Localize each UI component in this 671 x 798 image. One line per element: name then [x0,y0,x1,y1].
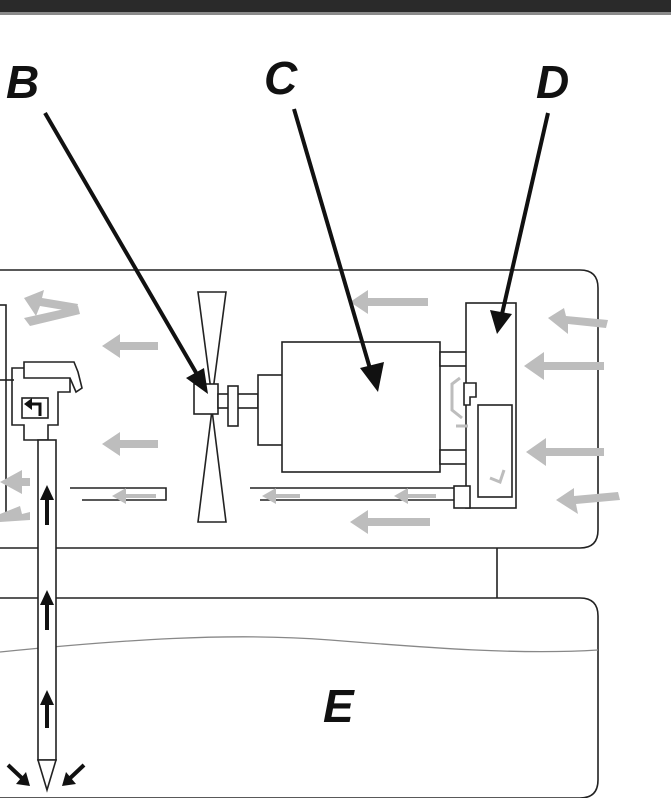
inflow-pointers [6,763,86,786]
module-latch [463,382,477,406]
label-e: E [323,680,355,732]
inflow-pointer-left-head [16,772,30,786]
pointer-b-head [186,368,208,394]
top-frame-inner-line [0,12,671,15]
intake-pipe-tip [36,759,58,793]
module-inner-cell [477,404,513,498]
intake-arrow-shaft-2 [45,600,49,630]
intake-arrow-head-2 [40,590,54,605]
airflow-arrow-11 [112,488,156,504]
pointer-c [292,108,373,373]
airflow-arrow-14 [0,470,30,494]
intake-arrow-head-3 [40,690,54,705]
airflow-arrows [0,290,620,534]
lower-tank [0,597,599,798]
label-c: C [264,52,298,104]
fan-blade-lower [197,409,227,523]
fan-blade-upper [197,291,227,399]
airflow-arrow-8 [548,308,608,334]
pointer-d-head [490,310,512,334]
top-frame-bar [0,0,671,12]
label-b: B [6,56,39,108]
airflow-arrow-7 [556,488,620,514]
liquid-surface [0,636,599,653]
left-valve-handle [23,361,83,394]
intake-arrow-head-1 [40,485,54,500]
module-base-block [453,485,471,509]
fan-coupling [227,385,239,427]
inflow-pointer-right-head [62,772,76,786]
left-valve-return-arrow [30,402,42,416]
motor-body [281,341,441,473]
airflow-arrow-15 [0,506,30,522]
pointer-c-head [360,362,384,392]
intake-arrow-shaft-3 [45,700,49,728]
pointer-b [43,111,200,378]
upper-housing [0,269,599,549]
motor-rear-cap-bottom [439,449,469,465]
module-d [450,302,517,509]
airflow-arrow-10 [24,306,80,326]
left-valve-return-arrow-head [24,398,32,410]
motor-rear-cap-top [439,351,469,367]
airflow-arrow-12 [262,488,300,504]
motor-front-flange [257,374,285,446]
airflow-arrow-13 [394,488,436,504]
fan-b [193,291,259,523]
airflow-arrow-3 [102,334,158,358]
airflow-arrow-2 [350,510,430,534]
airflow-arrow-1 [350,290,428,314]
airflow-arrow-6 [526,438,604,466]
left-valve-port [21,397,49,419]
intake-flow-arrows [40,485,54,728]
callout-pointers [43,108,550,394]
module-internal-flow [450,376,506,484]
airflow-arrow-4 [102,432,158,456]
intake-arrow-shaft-1 [45,495,49,525]
label-d: D [536,56,569,108]
motor-c [257,341,469,473]
airflow-arrow-5 [524,352,604,380]
pointer-d [500,112,550,315]
